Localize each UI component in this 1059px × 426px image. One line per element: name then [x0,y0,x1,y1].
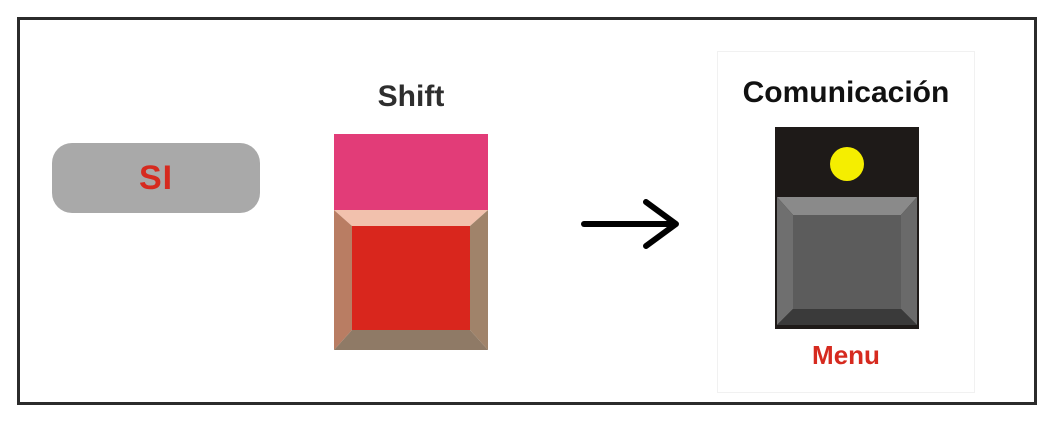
si-button[interactable]: SI [52,143,260,213]
com-key-bevel-top [777,197,917,215]
comunicacion-key[interactable] [775,127,919,329]
com-key-bevel-left [777,197,793,325]
menu-label: Menu [812,340,880,370]
shift-key-top [334,134,488,210]
shift-key-bevel-top [334,210,488,226]
led-indicator-icon [830,147,864,181]
shift-key-face [352,226,470,330]
shift-title: Shift [377,80,445,113]
com-key-face [793,215,901,309]
shift-key[interactable] [334,134,488,350]
shift-key-bevel-left [334,210,352,350]
com-key-bevel-right [901,197,917,325]
shift-key-bevel-bottom [334,330,488,350]
comunicacion-title: Comunicación [742,76,950,109]
com-key-bevel-bottom [777,309,917,325]
si-button-label: SI [138,158,174,197]
arrow-right-icon [581,199,679,249]
shift-key-bevel-right [470,210,488,350]
